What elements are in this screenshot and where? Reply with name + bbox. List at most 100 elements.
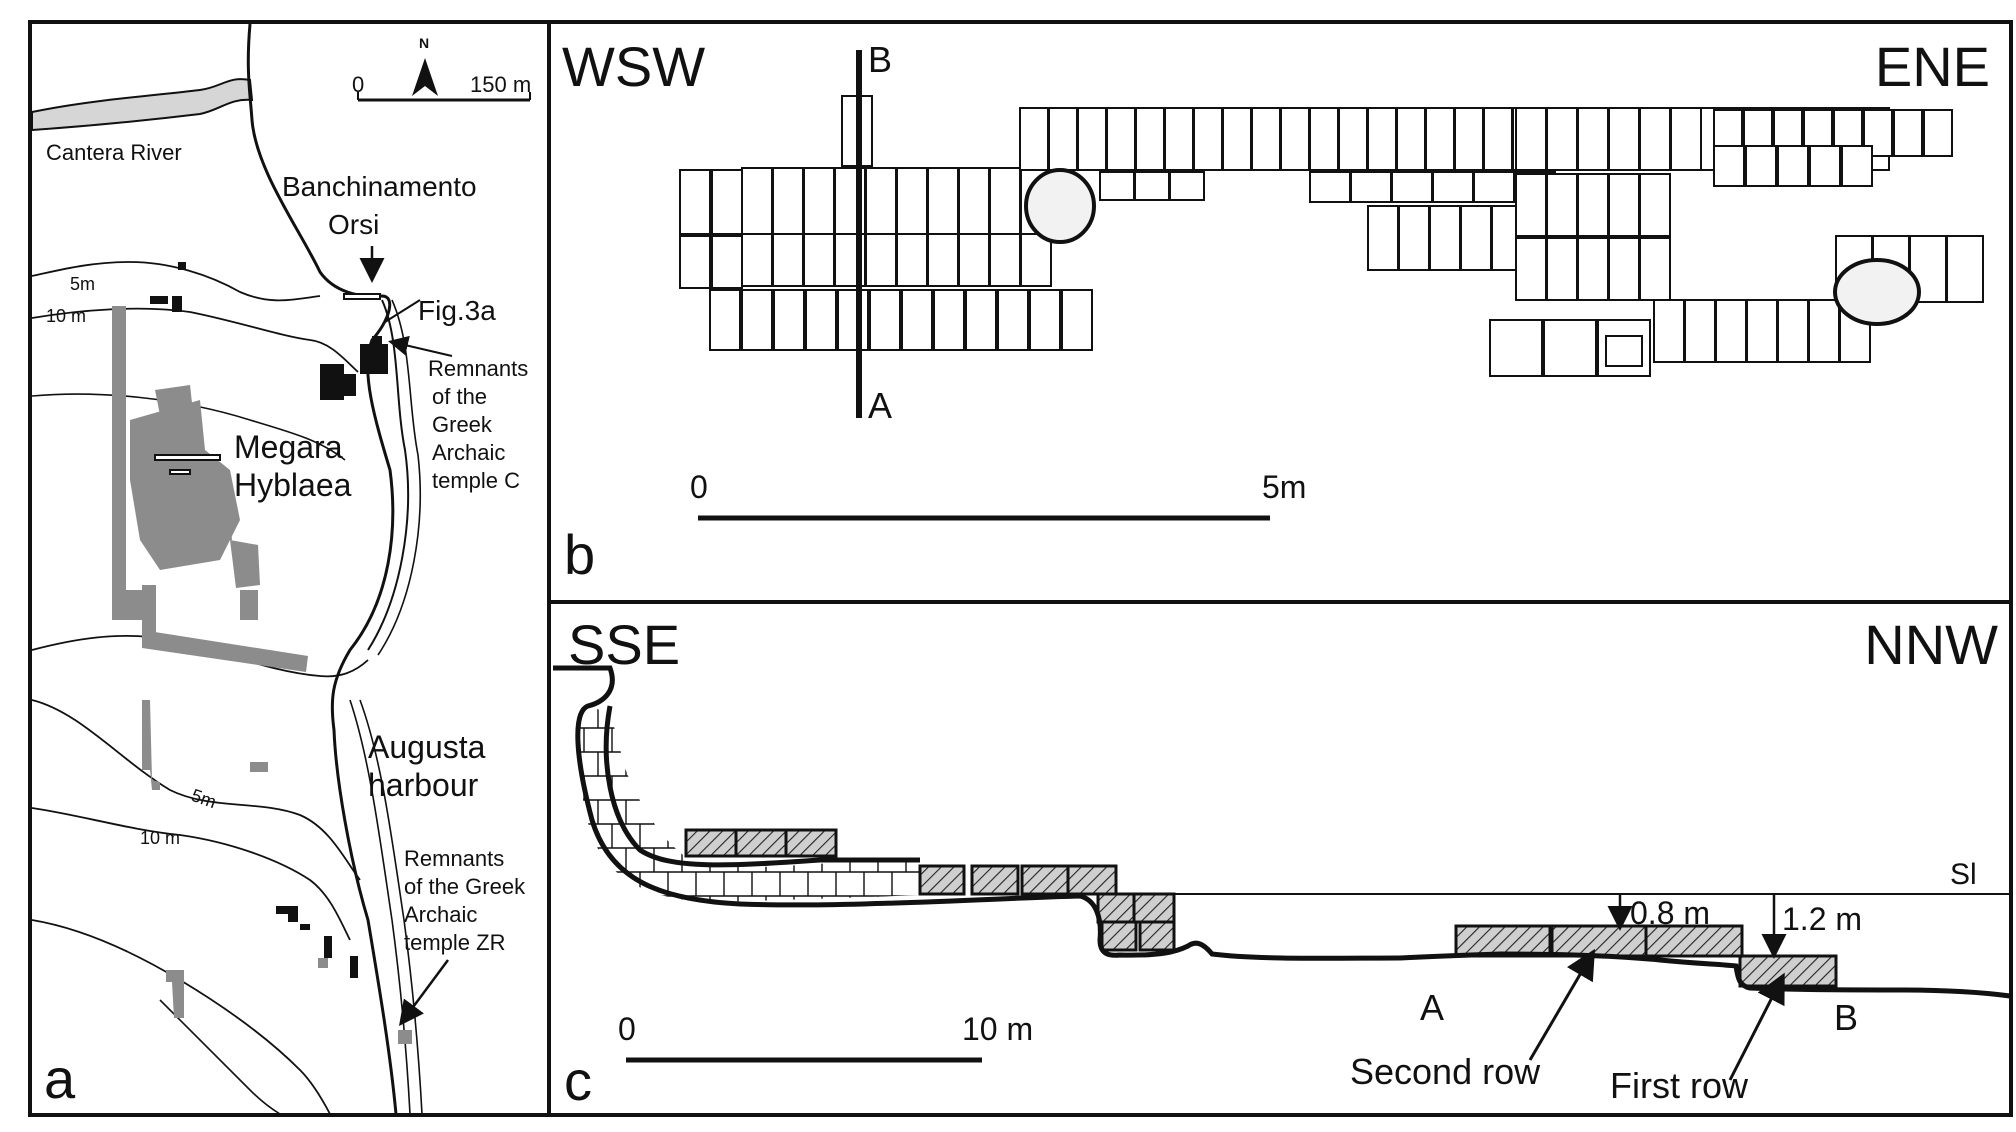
- megara-line1: Megara: [234, 429, 343, 465]
- plan-block: [1029, 289, 1061, 351]
- second-row-label: Second row: [1350, 1051, 1541, 1092]
- plan-block: [1309, 171, 1351, 203]
- plan-block: [1350, 171, 1392, 203]
- plan-block: [741, 167, 773, 235]
- north-label: N: [419, 35, 429, 51]
- contour-10m-south-label: 10 m: [140, 828, 180, 848]
- plan-block: [1608, 107, 1640, 171]
- hatched-block: [1138, 920, 1176, 952]
- plan-block: [1048, 107, 1078, 171]
- contour-5m-north-label: 5m: [70, 274, 95, 294]
- plan-block: [1134, 171, 1170, 201]
- contour-south-low: [31, 919, 331, 1115]
- contour-10m-north-label: 10 m: [46, 306, 86, 326]
- hatched-block: [1020, 864, 1070, 896]
- panel-b-letter: b: [564, 523, 595, 586]
- plan-block: [1367, 107, 1397, 171]
- panel-b-scale-end: 5m: [1262, 469, 1306, 505]
- plan-block: [1169, 171, 1205, 201]
- plan-block: [679, 169, 711, 235]
- plan-block: [741, 289, 773, 351]
- hatched-block: [784, 828, 838, 858]
- contour-10m-north: [31, 307, 359, 373]
- panel-c-right-dir: NNW: [1864, 613, 1998, 676]
- plan-block: [1808, 299, 1840, 363]
- plan-block: [1280, 107, 1310, 171]
- plan-block: [896, 233, 928, 287]
- contour-south-low-2: [159, 999, 281, 1115]
- plan-block: [772, 167, 804, 235]
- panel-b-scale-start: 0: [690, 469, 708, 505]
- plan-block: [1745, 145, 1777, 187]
- plan-block: [1577, 107, 1609, 171]
- plan-block: [679, 235, 711, 289]
- plan-block: [1432, 171, 1474, 203]
- banchinamento-line1: Banchinamento: [282, 171, 477, 202]
- plan-block: [1715, 299, 1747, 363]
- contour-north-inner: [31, 393, 346, 461]
- scale-a-start: 0: [352, 72, 364, 97]
- svg-text:of the: of the: [432, 384, 487, 409]
- temple-c-label: Remnants of the Greek Archaic temple C: [428, 356, 528, 493]
- plan-block: [1193, 107, 1223, 171]
- plan-block: [1019, 107, 1049, 171]
- plan-block: [1746, 299, 1778, 363]
- plan-block: [965, 289, 997, 351]
- svg-text:temple C: temple C: [432, 468, 520, 493]
- fig-ref-label: Fig.3a: [418, 295, 496, 326]
- megara-gray-structures: [112, 306, 412, 1044]
- plan-block: [1946, 235, 1984, 303]
- plan-block: [1639, 173, 1671, 237]
- plan-block: [1546, 107, 1578, 171]
- first-row-label: First row: [1610, 1065, 1749, 1106]
- plan-block: [1135, 107, 1165, 171]
- plan-block: [927, 233, 959, 287]
- hatched-block: [918, 864, 966, 896]
- coastline: [246, 23, 398, 1115]
- plan-block: [1515, 107, 1547, 171]
- hatched-block: [1738, 954, 1838, 988]
- plan-block: [865, 167, 897, 235]
- hatched-block: [1454, 924, 1552, 958]
- plan-block: [865, 233, 897, 287]
- hatched-block: [1096, 892, 1136, 924]
- plan-block: [1777, 299, 1809, 363]
- panel-c-letter: c: [564, 1049, 592, 1112]
- plan-block: [1425, 107, 1455, 171]
- plan-block: [1429, 205, 1461, 271]
- depth-label-1: 0.8 m: [1630, 895, 1710, 931]
- sea-level-label: Sl: [1950, 858, 1977, 891]
- svg-text:Remnants: Remnants: [428, 356, 528, 381]
- plan-block: [837, 289, 869, 351]
- plan-block: [772, 233, 804, 287]
- plan-block: [869, 289, 901, 351]
- plan-block: [1713, 145, 1745, 187]
- contour-5m-north: [31, 261, 321, 302]
- plan-block: [933, 289, 965, 351]
- panel-b-left-dir: WSW: [562, 35, 705, 98]
- river-label: Cantera River: [46, 140, 182, 165]
- plan-block: [1454, 107, 1484, 171]
- plan-block: [927, 167, 959, 235]
- contour-10m-south: [31, 807, 351, 941]
- black-buildings: [150, 262, 388, 978]
- panel-c-scale-start: 0: [618, 1011, 636, 1047]
- plan-block: [1489, 319, 1543, 377]
- coastline-south-1: [349, 699, 411, 1115]
- plan-block: [1893, 109, 1923, 157]
- plan-block: [1077, 107, 1107, 171]
- plan-block: [1338, 107, 1368, 171]
- banchinamento-line2: Orsi: [328, 209, 379, 240]
- plan-block: [1020, 233, 1052, 287]
- plan-block: [1543, 319, 1597, 377]
- hatched-block: [1100, 920, 1138, 952]
- panel-c-frame: [547, 600, 2013, 1117]
- augusta-line2: harbour: [368, 767, 479, 803]
- plan-block: [997, 289, 1029, 351]
- hatched-block: [1066, 864, 1118, 896]
- plan-block: [1809, 145, 1841, 187]
- plan-block: [1099, 171, 1135, 201]
- plan-block: [1684, 299, 1716, 363]
- plan-block: [711, 169, 743, 235]
